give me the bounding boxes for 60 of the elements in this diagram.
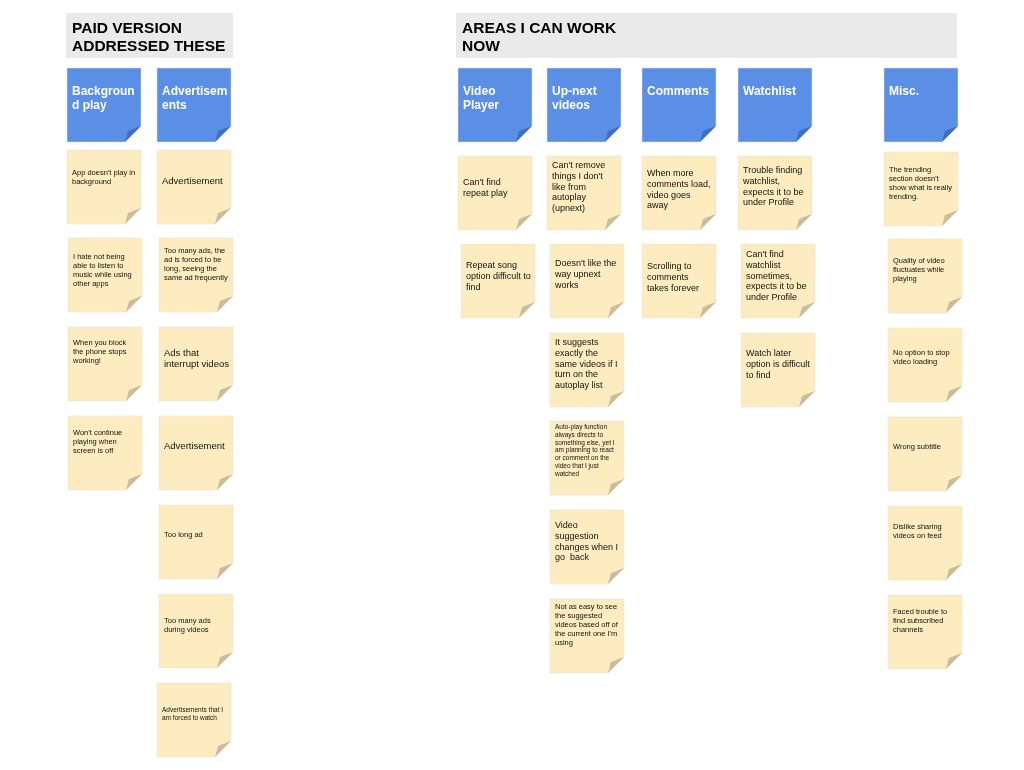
note-text: Video suggestion changes when I go back xyxy=(555,520,620,564)
sticky-note xyxy=(884,152,958,226)
sticky-note xyxy=(157,683,231,757)
note-text: Can't remove things I don't like from autoplay (upnext) xyxy=(552,160,607,214)
category-title: Video Player xyxy=(463,84,501,112)
sticky-note xyxy=(888,239,962,313)
section-title: AREAS I CAN WORK NOW xyxy=(462,19,618,55)
sticky-note xyxy=(550,599,624,673)
sticky-note xyxy=(157,150,231,224)
note-text: When more comments load, video goes away xyxy=(647,168,712,212)
note-text: It suggests exactly the same videos if I turn on the autoplay list xyxy=(555,337,619,391)
note-text: Can't find repeat play xyxy=(463,177,509,199)
category-note xyxy=(547,68,621,142)
note-text: Doesn't like the way upnext works xyxy=(555,258,618,291)
sticky-note xyxy=(159,238,233,312)
note-text: Can't find watchlist sometimes, expects it to be under Profile xyxy=(746,249,808,303)
note-text: Ads that interrupt videos xyxy=(164,347,229,370)
sticky-note xyxy=(888,595,962,669)
sticky-note xyxy=(159,416,233,490)
sticky-note xyxy=(741,244,815,318)
category-note xyxy=(884,68,958,142)
sticky-note xyxy=(642,156,716,230)
sticky-note xyxy=(738,156,812,230)
category-note xyxy=(67,68,141,142)
note-text: Advertisement xyxy=(162,175,224,187)
category-note xyxy=(642,68,716,142)
sticky-note xyxy=(547,156,621,230)
sticky-note xyxy=(888,506,962,580)
sticky-note xyxy=(68,416,142,490)
sticky-note xyxy=(461,244,535,318)
section-title: PAID VERSION ADDRESSED THESE xyxy=(72,19,227,55)
sticky-note xyxy=(550,421,624,495)
sticky-note xyxy=(67,150,141,224)
category-title: Background play xyxy=(72,84,136,112)
note-text: Advertisement xyxy=(164,440,226,452)
sticky-note xyxy=(550,510,624,584)
sticky-note xyxy=(159,505,233,579)
sticky-note xyxy=(642,244,716,318)
sticky-note xyxy=(741,333,815,407)
sticky-note xyxy=(550,244,624,318)
sticky-note xyxy=(159,594,233,668)
sticky-note xyxy=(888,417,962,491)
category-title: Watchlist xyxy=(743,84,797,98)
category-title: Advertisements xyxy=(162,84,228,112)
category-note xyxy=(157,68,231,142)
sticky-note xyxy=(550,333,624,407)
sticky-note xyxy=(68,238,142,312)
note-text: Trouble finding watchlist, expects it to be under Profile xyxy=(743,165,805,209)
note-text: Scrolling to comments takes forever xyxy=(647,261,701,294)
sticky-note xyxy=(888,328,962,402)
category-title: Comments xyxy=(647,84,710,98)
sticky-note xyxy=(159,327,233,401)
category-note xyxy=(458,68,532,142)
category-note xyxy=(738,68,812,142)
sticky-note xyxy=(458,156,532,230)
note-text: Watch later option is difficult to find xyxy=(746,348,811,381)
sticky-note xyxy=(68,327,142,401)
note-text: Repeat song option difficult to find xyxy=(466,260,531,293)
category-title: Misc. xyxy=(889,84,920,98)
category-title: Up-next videos xyxy=(552,84,598,112)
